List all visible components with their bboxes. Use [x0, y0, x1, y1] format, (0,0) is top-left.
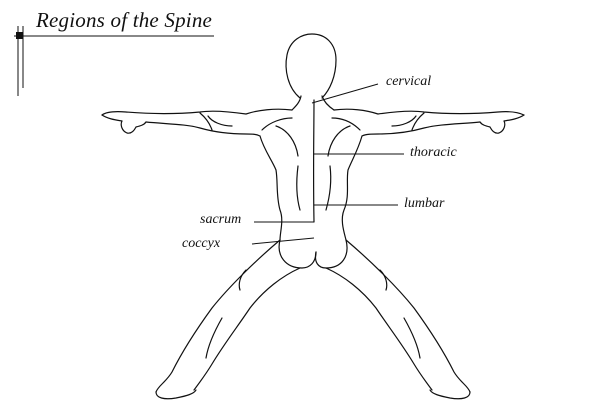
label-coccyx: coccyx [182, 236, 221, 251]
title-frame [14, 26, 214, 96]
label-sacrum: sacrum [200, 212, 242, 227]
coccyx-leader-line [252, 238, 314, 244]
label-thoracic: thoracic [410, 145, 457, 160]
cervical-leader-line [312, 84, 378, 103]
label-cervical: cervical [386, 74, 432, 89]
label-leader-lines [252, 84, 404, 244]
label-lumbar: lumbar [404, 196, 445, 211]
diagram-title: Regions of the Spine [36, 8, 213, 32]
body-outline [102, 34, 524, 399]
